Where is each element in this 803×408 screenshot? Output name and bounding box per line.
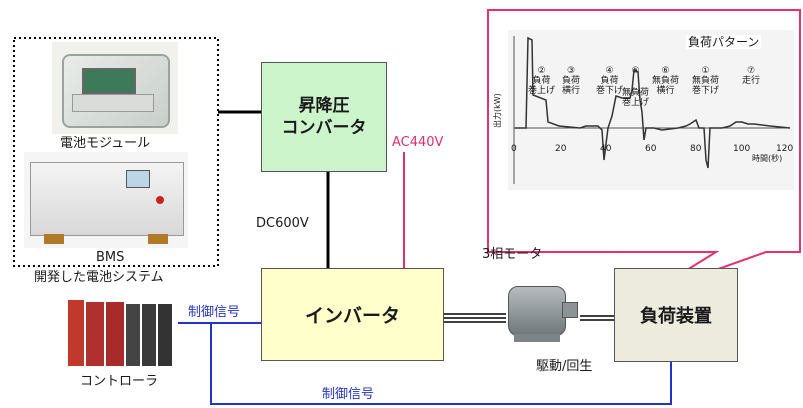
phase-number: ①	[701, 66, 710, 76]
phase-number: ②	[537, 66, 546, 76]
controller-label: コントローラ	[80, 374, 159, 389]
y-axis-label: 出力(kW)	[493, 93, 502, 128]
phase-text: 負荷	[600, 76, 619, 86]
phase-text: 負荷	[562, 76, 581, 86]
phase-text: 巻上げ	[528, 86, 556, 96]
battery-module-photo	[52, 42, 178, 134]
control-signal-label-upper: 制御信号	[188, 305, 241, 320]
phase-text: 負荷	[532, 76, 551, 86]
signal-line-lower	[210, 323, 672, 405]
phase-text: 巻下げ	[596, 86, 624, 96]
x-tick: 100	[733, 144, 751, 154]
phase-text: 無負荷	[692, 76, 720, 86]
x-tick: 20	[555, 144, 567, 154]
load-device-label: 負荷装置	[640, 306, 712, 327]
controller-photo	[66, 298, 176, 368]
x-axis-label: 時間(秒)	[752, 154, 783, 163]
phase-text: 巻上げ	[622, 98, 650, 108]
converter-label-line2: コンバータ	[281, 118, 367, 138]
phase-label: ⑦ 走行	[742, 66, 760, 86]
dc-voltage-label: DC600V	[256, 216, 309, 231]
phase-number: ③	[566, 66, 576, 76]
x-tick: 0	[511, 144, 517, 154]
phase-number: ⑤	[631, 66, 640, 76]
converter-label-line1: 昇降圧	[298, 96, 350, 116]
converter-box: 昇降圧 コンバータ	[261, 62, 387, 172]
phase-label: ③ 負荷 横行	[562, 66, 580, 96]
load-pattern-trace	[515, 36, 791, 169]
chart-area	[508, 30, 794, 190]
phase-text: 巻下げ	[692, 86, 720, 96]
x-tick: 60	[645, 144, 657, 154]
motor-mode-label: 駆動/回生	[536, 359, 593, 374]
load-pattern-title: 負荷パターン	[686, 35, 762, 49]
battery-system-frame	[13, 37, 219, 267]
x-tick: 40	[600, 144, 612, 154]
motor-photo	[500, 276, 582, 352]
phase-text: 横行	[656, 86, 675, 96]
phase-text: 無負荷	[652, 76, 680, 86]
bms-photo	[24, 152, 188, 248]
battery-system-label: 開発した電池システム	[34, 270, 164, 285]
phase-number: ④	[605, 66, 614, 76]
load-device-box: 負荷装置	[614, 268, 738, 362]
phase-label: ① 無負荷 巻下げ	[692, 66, 719, 96]
phase-label: ⑤ 無負荷 巻上げ	[622, 66, 649, 108]
phase-text: 無負荷	[622, 88, 650, 98]
phase-label: ② 負荷 巻上げ	[528, 66, 555, 96]
control-signal-label-lower: 制御信号	[322, 387, 375, 402]
bms-label: BMS	[96, 250, 125, 265]
phase-label: ⑥ 無負荷 横行	[652, 66, 679, 96]
battery-module-label: 電池モジュール	[60, 136, 151, 151]
inverter-label: インバータ	[304, 305, 400, 327]
phase-label: ④ 負荷 巻下げ	[596, 66, 623, 96]
motor-label: 3相モータ	[482, 247, 543, 262]
ac-voltage-label: AC440V	[392, 135, 444, 150]
x-tick: 120	[776, 144, 794, 154]
x-tick: 80	[690, 144, 702, 154]
inverter-box: インバータ	[261, 268, 444, 361]
phase-number: ⑥	[661, 66, 670, 76]
phase-text: 横行	[562, 86, 581, 96]
phase-text: 走行	[742, 76, 761, 86]
phase-number: ⑦	[746, 66, 756, 76]
